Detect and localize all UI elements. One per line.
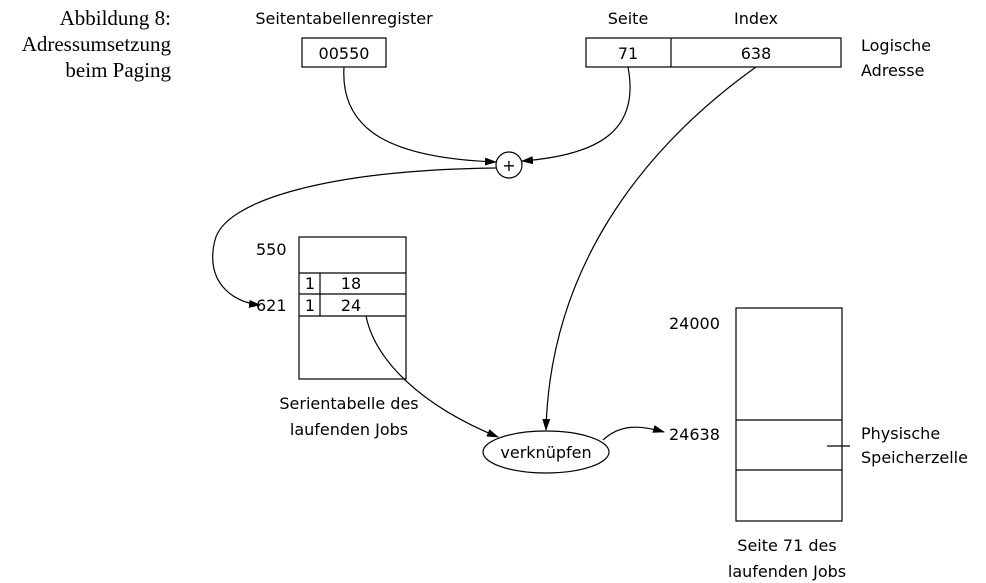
frame-to-combine-arrow — [365, 315, 499, 438]
table-row-2-flag: 1 — [305, 296, 315, 315]
register-title: Seitentabellenregister — [255, 9, 433, 28]
index-header: Index — [734, 9, 778, 28]
page-header: Seite — [608, 9, 649, 28]
index-to-combine-arrow — [542, 66, 757, 431]
page-table-label-1: Serientabelle des — [279, 394, 418, 413]
logical-address-label-1: Logische — [861, 36, 931, 55]
combine-ellipse — [482, 430, 610, 474]
combine-to-physical-arrow — [602, 425, 665, 441]
register-to-adder-arrow — [343, 66, 497, 166]
caption-line-2: Adressumsetzung — [22, 32, 172, 56]
page-table-register: Seitentabellenregister 00550 — [255, 9, 433, 68]
combine-label: verknüpfen — [500, 443, 591, 462]
logical-address-label-2: Adresse — [861, 61, 924, 80]
table-start-address: 550 — [256, 240, 287, 259]
table-row-2-frame: 24 — [341, 296, 361, 315]
caption-line-1: Abbildung 8: — [60, 6, 171, 30]
index-value: 638 — [741, 44, 772, 63]
page-table-box — [298, 236, 407, 380]
physical-page: 24000 24638 Physische Speicherzelle Seit… — [669, 307, 968, 581]
page-value: 71 — [618, 44, 638, 63]
caption-line-3: beim Paging — [65, 58, 171, 82]
physical-start-address: 24000 — [669, 314, 720, 333]
logical-address-box — [585, 37, 842, 68]
physical-cell-label-1: Physische — [861, 424, 940, 443]
adder-to-table-arrow — [212, 167, 497, 308]
register-value: 00550 — [319, 44, 370, 63]
physical-page-label-2: laufenden Jobs — [728, 562, 846, 581]
page-table: 550 621 1 18 1 24 Serientabelle des lauf… — [256, 236, 419, 439]
table-row-1-frame: 18 — [341, 274, 361, 293]
logical-address: Seite Index 71 638 Logische Adresse — [585, 9, 931, 80]
table-row-address: 621 — [256, 296, 287, 315]
physical-cell-label-2: Speicherzelle — [861, 448, 968, 467]
table-row-1-flag: 1 — [305, 274, 315, 293]
adder-symbol: + — [502, 156, 515, 175]
adder-node: + — [495, 151, 523, 179]
combine-node: verknüpfen — [482, 430, 610, 474]
register-box — [301, 37, 387, 68]
physical-page-box — [735, 307, 843, 522]
page-to-adder-arrow — [521, 66, 631, 165]
page-table-label-2: laufenden Jobs — [290, 420, 408, 439]
physical-page-label-1: Seite 71 des — [737, 536, 836, 555]
physical-target-address: 24638 — [669, 425, 720, 444]
figure-caption: Abbildung 8: Adressumsetzung beim Paging — [22, 6, 172, 82]
